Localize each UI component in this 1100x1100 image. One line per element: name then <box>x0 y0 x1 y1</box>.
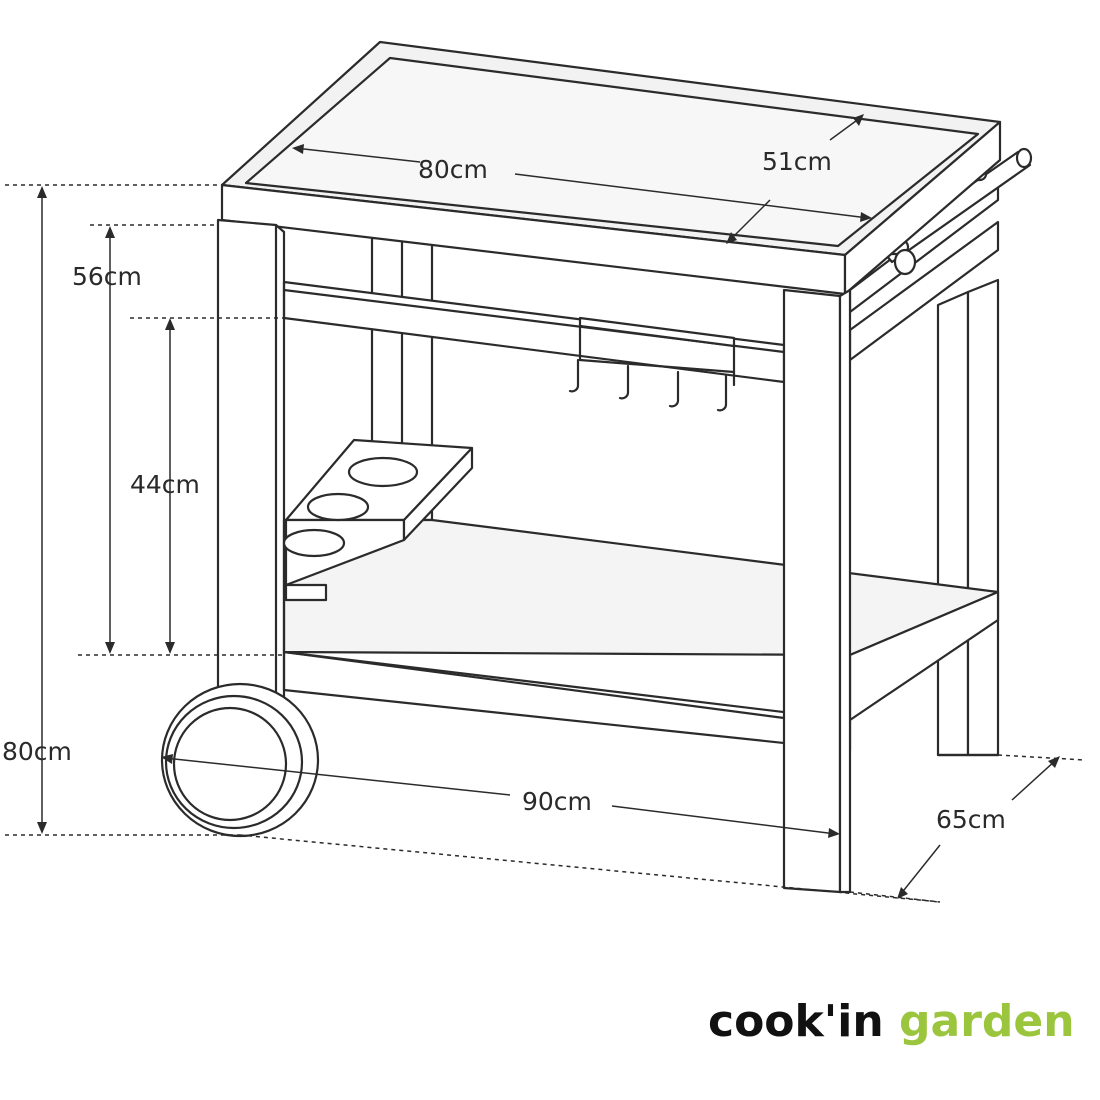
label-total-depth: 65cm <box>936 805 1006 834</box>
label-shelf-gap: 44cm <box>130 470 200 499</box>
brand-part2: garden <box>899 996 1075 1047</box>
table-top <box>220 40 1002 296</box>
brand-logo: cook'in garden <box>708 996 1075 1047</box>
utensil-hooks <box>568 316 736 412</box>
bottle-holder <box>282 438 474 602</box>
front-left-leg <box>216 218 286 762</box>
label-total-height: 80cm <box>2 737 72 766</box>
label-top-depth: 51cm <box>762 147 832 176</box>
extension-lines <box>5 184 1086 903</box>
label-top-width: 80cm <box>418 155 488 184</box>
label-total-width: 90cm <box>522 787 592 816</box>
bottom-shelf <box>282 518 1000 752</box>
dimension-arrows <box>41 117 1057 896</box>
wheel <box>160 682 320 838</box>
upper-rail <box>282 280 786 384</box>
label-top-shelf-gap: 56cm <box>72 262 142 291</box>
brand-part1: cook'in <box>708 996 884 1047</box>
front-right-leg <box>782 288 852 894</box>
back-right-leg <box>936 278 1000 757</box>
